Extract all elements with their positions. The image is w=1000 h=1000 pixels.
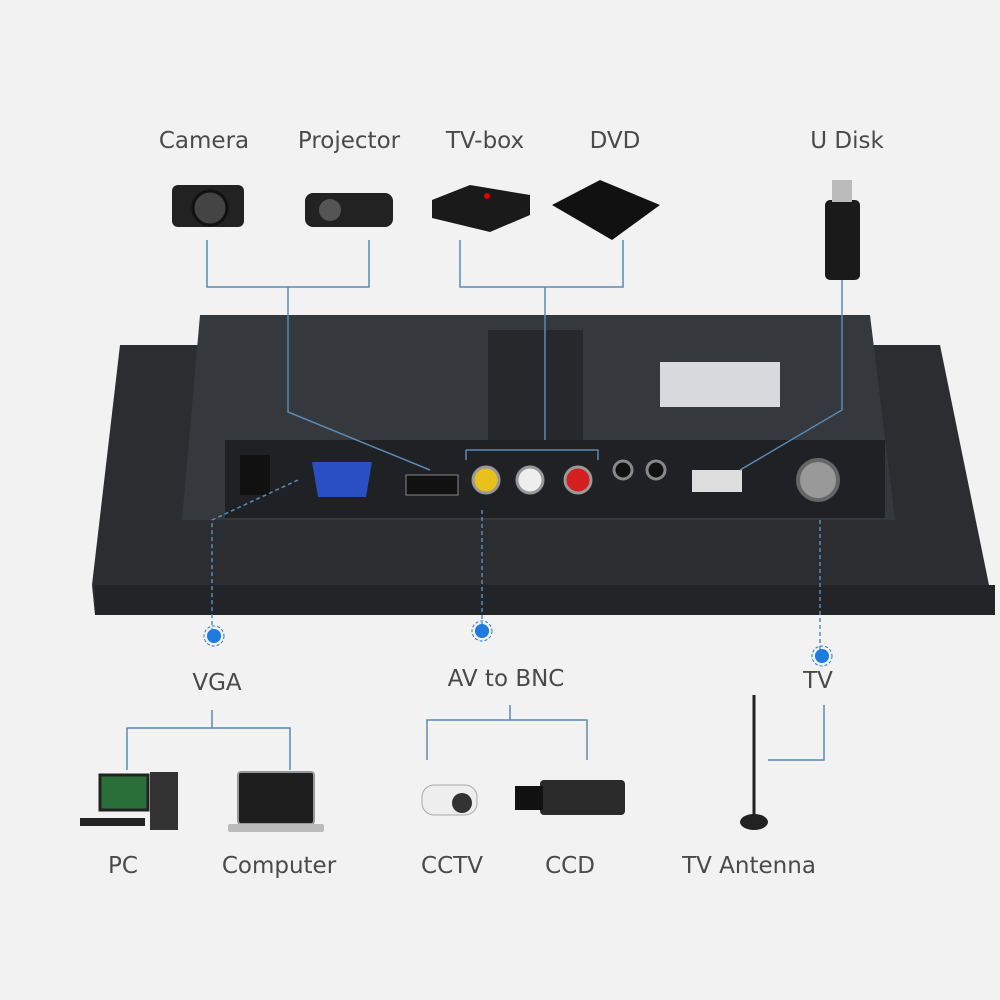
usb-port [692,470,742,492]
vga-port [312,462,372,497]
label-tv-box: TV-box [445,128,525,154]
hdmi-port [405,474,459,496]
tv-box-icon [432,185,530,232]
laptop-icon [228,771,324,832]
monitor-back [92,315,995,615]
ports-panel [240,455,840,502]
label-projector: Projector [297,128,401,154]
dvd-player-icon [552,180,660,240]
connector-lines [126,240,843,770]
tv-antenna-icon [740,695,768,830]
av-yellow-port [471,465,501,495]
usb-drive-icon [825,180,860,280]
port-dots [203,620,833,667]
label-camera: Camera [158,128,250,154]
label-av-to-bnc: AV to BNC [447,666,565,692]
label-dvd: DVD [589,128,641,154]
cctv-camera-icon [421,784,478,816]
label-tv-antenna: TV Antenna [682,853,816,879]
spec-label-sticker [660,362,780,407]
av-red-port [563,465,593,495]
label-cctv: CCTV [421,853,483,879]
label-ccd: CCD [545,853,595,879]
av-white-port [515,465,545,495]
label-vga: VGA [192,670,242,696]
label-u-disk: U Disk [810,128,884,154]
desktop-pc-icon [80,772,178,830]
label-pc: PC [108,853,138,879]
ccd-camera-icon [515,780,625,815]
label-tv: TV [803,668,833,694]
label-computer: Computer [221,853,337,879]
tv-antenna-port [796,458,840,502]
camera-icon [172,185,244,227]
projector-icon [305,193,393,227]
